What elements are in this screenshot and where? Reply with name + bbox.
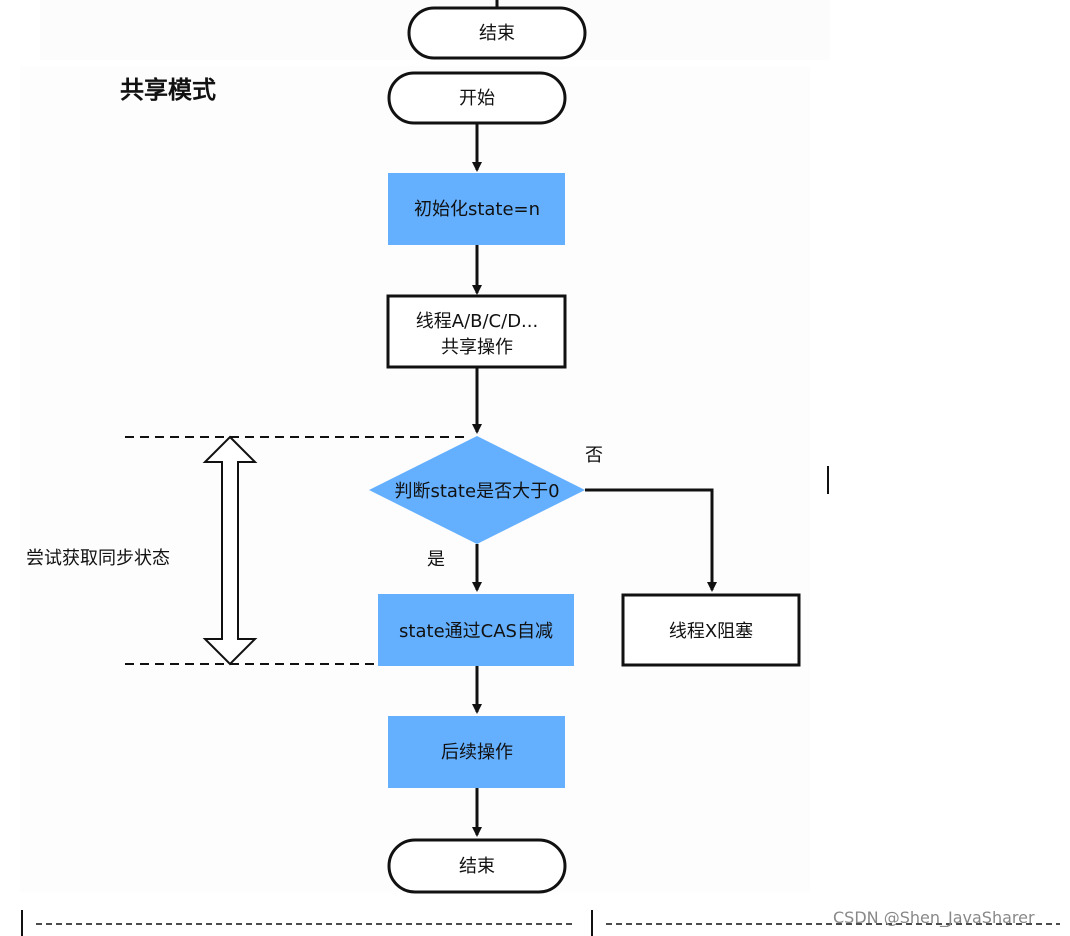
no-branch-label: 否	[585, 445, 603, 466]
arrow-decision-no	[585, 488, 717, 592]
follow-up-process: 后续操作	[388, 716, 565, 788]
decision-label: 判断state是否大于0	[394, 481, 559, 502]
init-state-label: 初始化state=n	[414, 199, 540, 220]
decision-diamond: 判断state是否大于0	[369, 436, 585, 544]
init-state-process: 初始化state=n	[388, 173, 565, 245]
top-end-label: 结束	[479, 23, 515, 44]
threads-label-line1: 线程A/B/C/D...	[416, 311, 538, 332]
double-arrow-icon	[202, 435, 258, 666]
start-terminal: 开始	[387, 71, 567, 125]
yes-branch-label: 是	[427, 549, 445, 570]
csdn-watermark: CSDN @Shen_JavaSharer	[833, 908, 1035, 928]
cas-decrement-label: state通过CAS自减	[399, 621, 553, 642]
threads-label-line2: 共享操作	[441, 337, 513, 358]
top-end-terminal: 结束	[407, 6, 587, 60]
end-terminal: 结束	[387, 838, 567, 894]
cas-decrement-process: state通过CAS自减	[378, 594, 574, 666]
start-label: 开始	[459, 88, 495, 109]
end-label: 结束	[459, 856, 495, 877]
follow-up-label: 后续操作	[441, 742, 513, 763]
threads-shared-process: 线程A/B/C/D... 共享操作	[386, 294, 567, 369]
try-acquire-label: 尝试获取同步状态	[26, 548, 170, 569]
thread-blocked-process: 线程X阻塞	[621, 593, 801, 667]
thread-blocked-label: 线程X阻塞	[669, 621, 753, 642]
diagram-title: 共享模式	[120, 76, 216, 104]
